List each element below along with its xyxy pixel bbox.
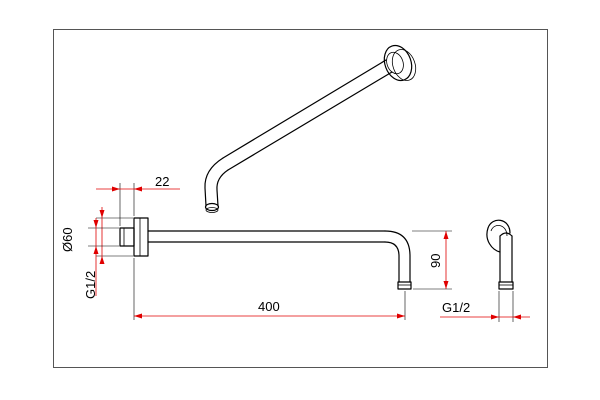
end-view bbox=[486, 219, 514, 290]
label-thread-left: G1/2 bbox=[83, 271, 98, 299]
perspective-arm-bottom bbox=[227, 71, 393, 171]
perspective-flange-back bbox=[391, 49, 417, 81]
label-flange-thickness: 22 bbox=[155, 174, 169, 189]
arm-nozzle bbox=[397, 281, 412, 290]
label-thread-right: G1/2 bbox=[442, 300, 470, 315]
drawing-frame bbox=[53, 29, 548, 368]
perspective-bend-inner bbox=[216, 169, 229, 207]
end-view-flange bbox=[486, 219, 511, 253]
side-view bbox=[119, 217, 412, 290]
perspective-flange-outer bbox=[383, 44, 413, 82]
dim-flange-diameter: Ø60 bbox=[60, 207, 133, 264]
perspective-view bbox=[204, 44, 417, 213]
end-view-flange-inner bbox=[490, 225, 508, 237]
end-view-nozzle bbox=[498, 281, 514, 290]
label-drop-height: 90 bbox=[428, 254, 443, 268]
perspective-nozzle-inner bbox=[205, 207, 219, 213]
arm-bend-inner bbox=[384, 241, 400, 283]
label-arm-length: 400 bbox=[258, 299, 280, 314]
perspective-bend-outer bbox=[204, 157, 224, 207]
dim-arm-length: 400 bbox=[133, 258, 406, 320]
end-view-pipe-top bbox=[499, 232, 513, 237]
label-flange-diameter: Ø60 bbox=[60, 227, 75, 252]
thread-stub bbox=[119, 227, 135, 247]
dim-drop-height: 90 bbox=[412, 230, 452, 290]
dim-thread-left: G1/2 bbox=[83, 218, 119, 299]
perspective-flange-inner bbox=[386, 51, 404, 75]
arm-bend-outer bbox=[384, 230, 411, 283]
wall-flange bbox=[133, 217, 149, 257]
perspective-arm-top bbox=[222, 59, 387, 159]
dim-flange-thickness: 22 bbox=[96, 174, 180, 226]
perspective-nozzle bbox=[204, 202, 220, 212]
dim-thread-right: G1/2 bbox=[440, 291, 530, 322]
